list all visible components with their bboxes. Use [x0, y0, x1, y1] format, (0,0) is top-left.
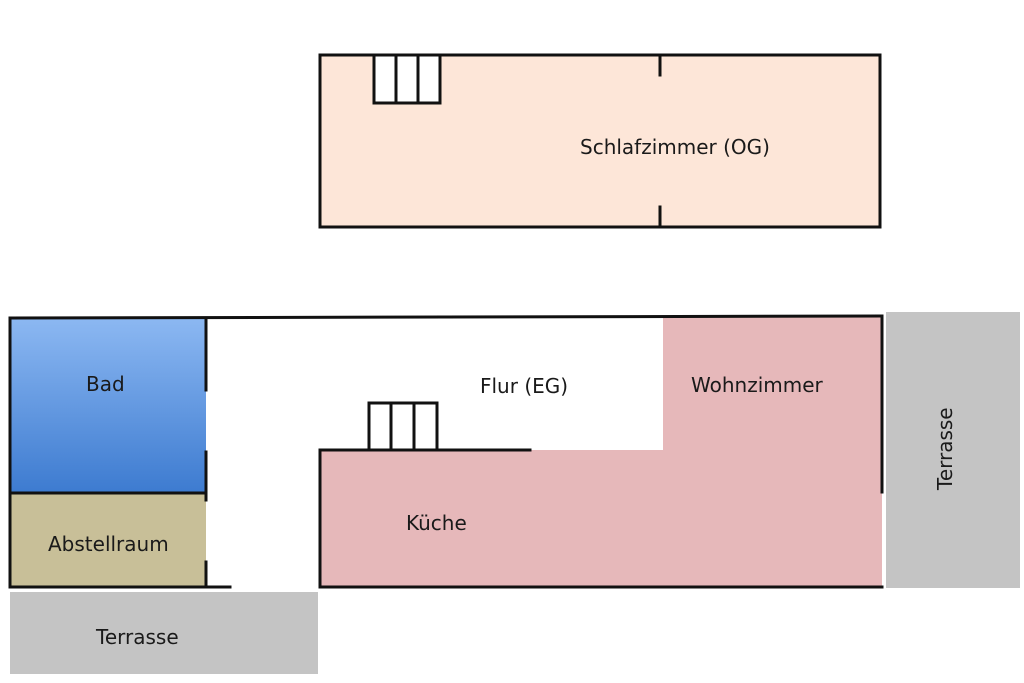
terrace-bottom: [10, 592, 318, 674]
ground-floor: Terrasse Terrasse: [8, 312, 1020, 674]
bathroom-fill: [10, 318, 206, 493]
bedroom-upper-floor: Schlafzimmer (OG): [318, 53, 882, 229]
room-label-abstellraum: Abstellraum: [48, 532, 169, 556]
storage-room-fill: [10, 493, 206, 587]
room-label-terrasse-bottom: Terrasse: [95, 625, 179, 649]
room-label-wohnzimmer: Wohnzimmer: [691, 373, 824, 397]
room-label-schlafzimmer: Schlafzimmer (OG): [580, 135, 770, 159]
room-label-flur: Flur (EG): [480, 374, 568, 398]
stairs-upper: [372, 53, 442, 105]
ground-floor-walls: [8, 314, 884, 589]
room-label-bad: Bad: [86, 372, 125, 396]
room-label-kueche: Küche: [406, 511, 467, 535]
room-label-terrasse-right: Terrasse: [933, 407, 957, 491]
stairs-ground: [367, 401, 439, 452]
terrace-right: [886, 312, 1020, 588]
bedroom-walls: [318, 53, 882, 229]
living-kitchen-fill: [320, 317, 882, 587]
